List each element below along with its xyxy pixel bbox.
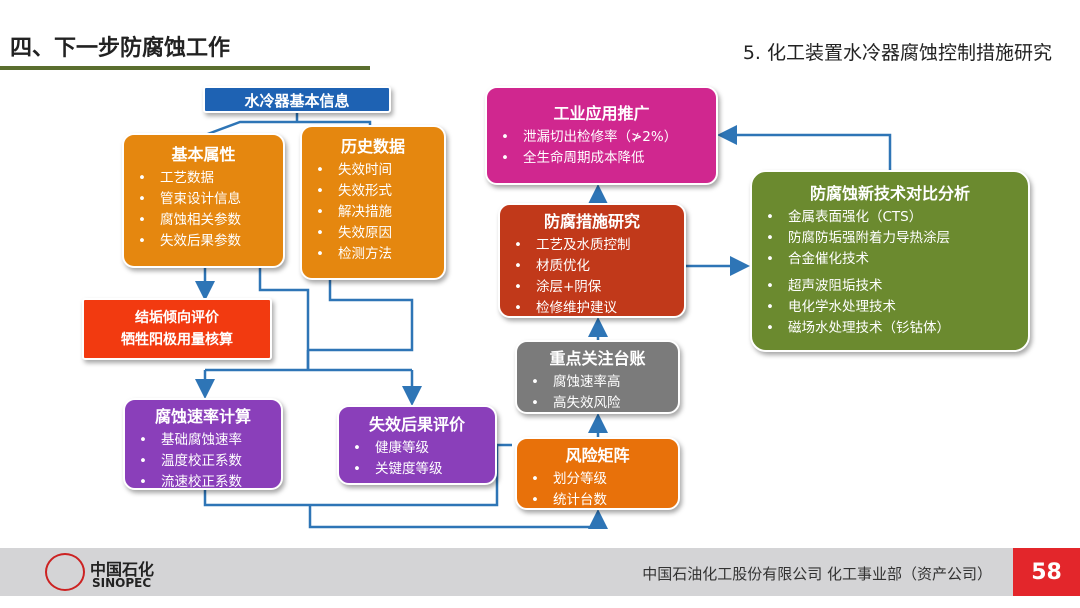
list-item: 泄漏切出检修率（≯2%） [495, 127, 708, 148]
list-item: 健康等级 [347, 438, 487, 459]
list-item: 磁场水处理技术（钐钴体） [760, 318, 1020, 339]
node-title: 重点关注台账 [549, 349, 646, 368]
node-title: 腐蚀速率计算 [154, 407, 251, 426]
list-item: 腐蚀速率高 [525, 372, 670, 393]
connector [204, 112, 372, 137]
list-item: 失效后果参数 [132, 231, 275, 252]
node-title: 工业应用推广 [553, 104, 650, 123]
industrial-application-node: 工业应用推广 泄漏切出检修率（≯2%）全生命周期成本降低 [485, 86, 718, 185]
list-item: 流速校正系数 [133, 472, 273, 493]
logo-text-en: SINOPEC [92, 576, 152, 590]
company-name: 中国石油化工股份有限公司 化工事业部（资产公司） [642, 565, 992, 583]
list-item: 统计台数 [525, 490, 670, 511]
list-item: 金属表面强化（CTS） [760, 207, 1020, 228]
node-line: 结垢倾向评价 [135, 310, 219, 326]
footer-bar [0, 548, 1080, 596]
scaling-evaluation-node: 结垢倾向评价牺牲阳极用量核算 [82, 298, 272, 360]
node-title: 历史数据 [340, 137, 405, 156]
connector [203, 443, 512, 507]
basic-attributes-node: 基本属性 工艺数据管束设计信息腐蚀相关参数失效后果参数 [122, 133, 285, 268]
list-item: 防腐防垢强附着力导热涂层 [760, 228, 1020, 249]
list-item: 工艺数据 [132, 168, 275, 189]
list-item: 工艺及水质控制 [508, 235, 676, 256]
list-item: 关键度等级 [347, 459, 487, 480]
list-item: 超声波阻垢技术 [760, 276, 1020, 297]
connector [717, 125, 892, 170]
list-item: 材质优化 [508, 256, 676, 277]
node-title: 防腐蚀新技术对比分析 [809, 184, 970, 203]
list-item: 电化学水处理技术 [760, 297, 1020, 318]
root-node: 水冷器基本信息 [203, 86, 391, 113]
sinopec-logo-icon [45, 553, 85, 591]
logo-text-cn: 中国石化 [90, 560, 155, 579]
list-item: 失效原因 [310, 223, 436, 244]
list-item: 合金催化技术 [760, 249, 1020, 270]
list-item: 检修维护建议 [508, 298, 676, 319]
connector [258, 268, 414, 370]
list-item: 高失效风险 [525, 393, 670, 414]
list-item: 检测方法 [310, 244, 436, 265]
risk-matrix-node: 风险矩阵 划分等级统计台数 [515, 437, 680, 510]
list-item: 基础腐蚀速率 [133, 430, 273, 451]
list-item: 温度校正系数 [133, 451, 273, 472]
list-item: 失效形式 [310, 181, 436, 202]
list-item: 腐蚀相关参数 [132, 210, 275, 231]
node-title: 风险矩阵 [565, 446, 630, 465]
list-item: 管束设计信息 [132, 189, 275, 210]
list-item: 涂层+阴保 [508, 277, 676, 298]
list-item: 划分等级 [525, 469, 670, 490]
anticorrosion-measures-node: 防腐措施研究 工艺及水质控制材质优化涂层+阴保检修维护建议 [498, 203, 686, 318]
node-title: 水冷器基本信息 [244, 92, 350, 110]
slide-title: 四、下一步防腐蚀工作 [10, 36, 231, 61]
list-item: 全生命周期成本降低 [495, 148, 708, 169]
connector [205, 350, 412, 372]
node-title: 失效后果评价 [368, 415, 465, 434]
list-item: 失效时间 [310, 160, 436, 181]
slide-subtitle: 5. 化工装置水冷器腐蚀控制措施研究 [742, 42, 1052, 64]
failure-consequence-node: 失效后果评价 健康等级关键度等级 [337, 405, 497, 485]
node-line: 牺牲阳极用量核算 [121, 332, 233, 348]
connector [308, 505, 608, 529]
page-number: 58 [1013, 548, 1080, 596]
history-data-node: 历史数据 失效时间失效形式解决措施失效原因检测方法 [300, 125, 446, 280]
node-title: 基本属性 [171, 145, 236, 164]
new-technology-node: 防腐蚀新技术对比分析 金属表面强化（CTS）防腐防垢强附着力导热涂层合金催化技术… [750, 170, 1030, 352]
node-title: 防腐措施研究 [543, 212, 640, 231]
list-item: 解决措施 [310, 202, 436, 223]
corrosion-rate-node: 腐蚀速率计算 基础腐蚀速率温度校正系数流速校正系数 [123, 398, 283, 490]
key-ledger-node: 重点关注台账 腐蚀速率高高失效风险 [515, 340, 680, 414]
title-underline [0, 66, 370, 70]
